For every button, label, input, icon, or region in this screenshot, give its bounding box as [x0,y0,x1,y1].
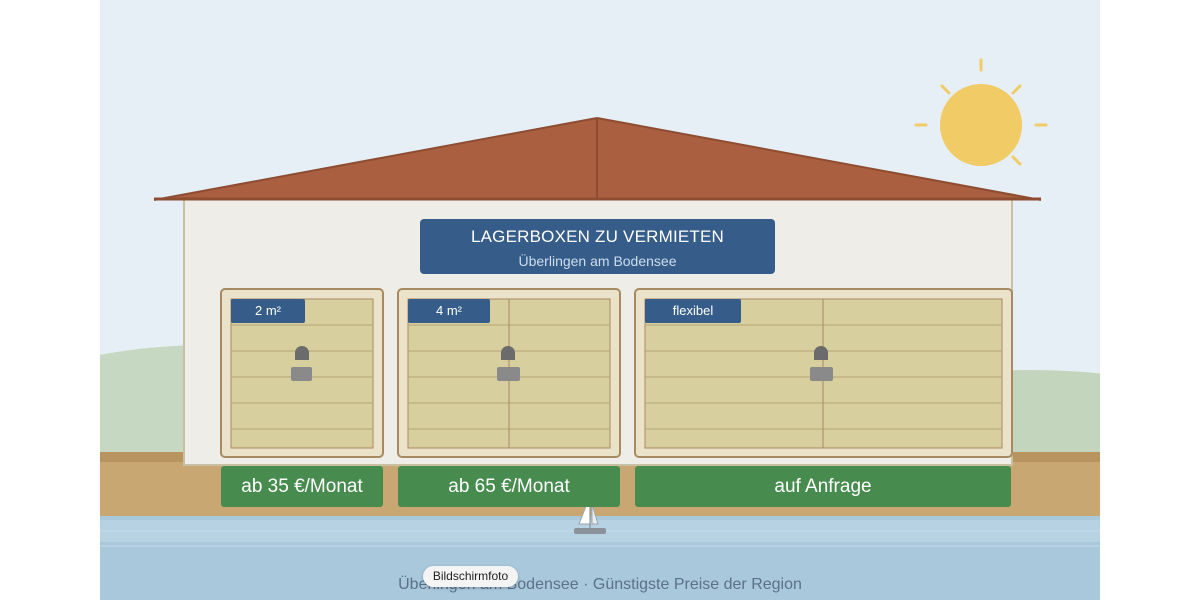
padlock-icon [810,346,833,381]
padlock-icon [291,346,312,381]
roof [153,117,1042,201]
scene-illustration [100,0,1100,600]
price-button-box-2[interactable]: ab 65 €/Monat [398,466,620,507]
size-tag-box-3: flexibel [645,299,741,323]
footer-caption: Überlingen am Bodensee · Günstigste Prei… [398,576,802,593]
size-tag-box-2: 4 m² [408,299,490,323]
price-button-box-1[interactable]: ab 35 €/Monat [221,466,383,507]
price-button-box-3[interactable]: auf Anfrage [635,466,1011,507]
sign-title: LAGERBOXEN ZU VERMIETEN [470,227,725,246]
sign-subtitle: Überlingen am Bodensee [518,253,677,269]
rental-sign: LAGERBOXEN ZU VERMIETEN Überlingen am Bo… [420,219,775,274]
screenshot-tooltip: Bildschirmfoto [423,566,518,587]
sun-icon [914,58,1048,166]
storage-scene: LAGERBOXEN ZU VERMIETEN Überlingen am Bo… [100,0,1100,600]
size-tag-box-1: 2 m² [231,299,305,323]
padlock-icon [497,346,520,381]
